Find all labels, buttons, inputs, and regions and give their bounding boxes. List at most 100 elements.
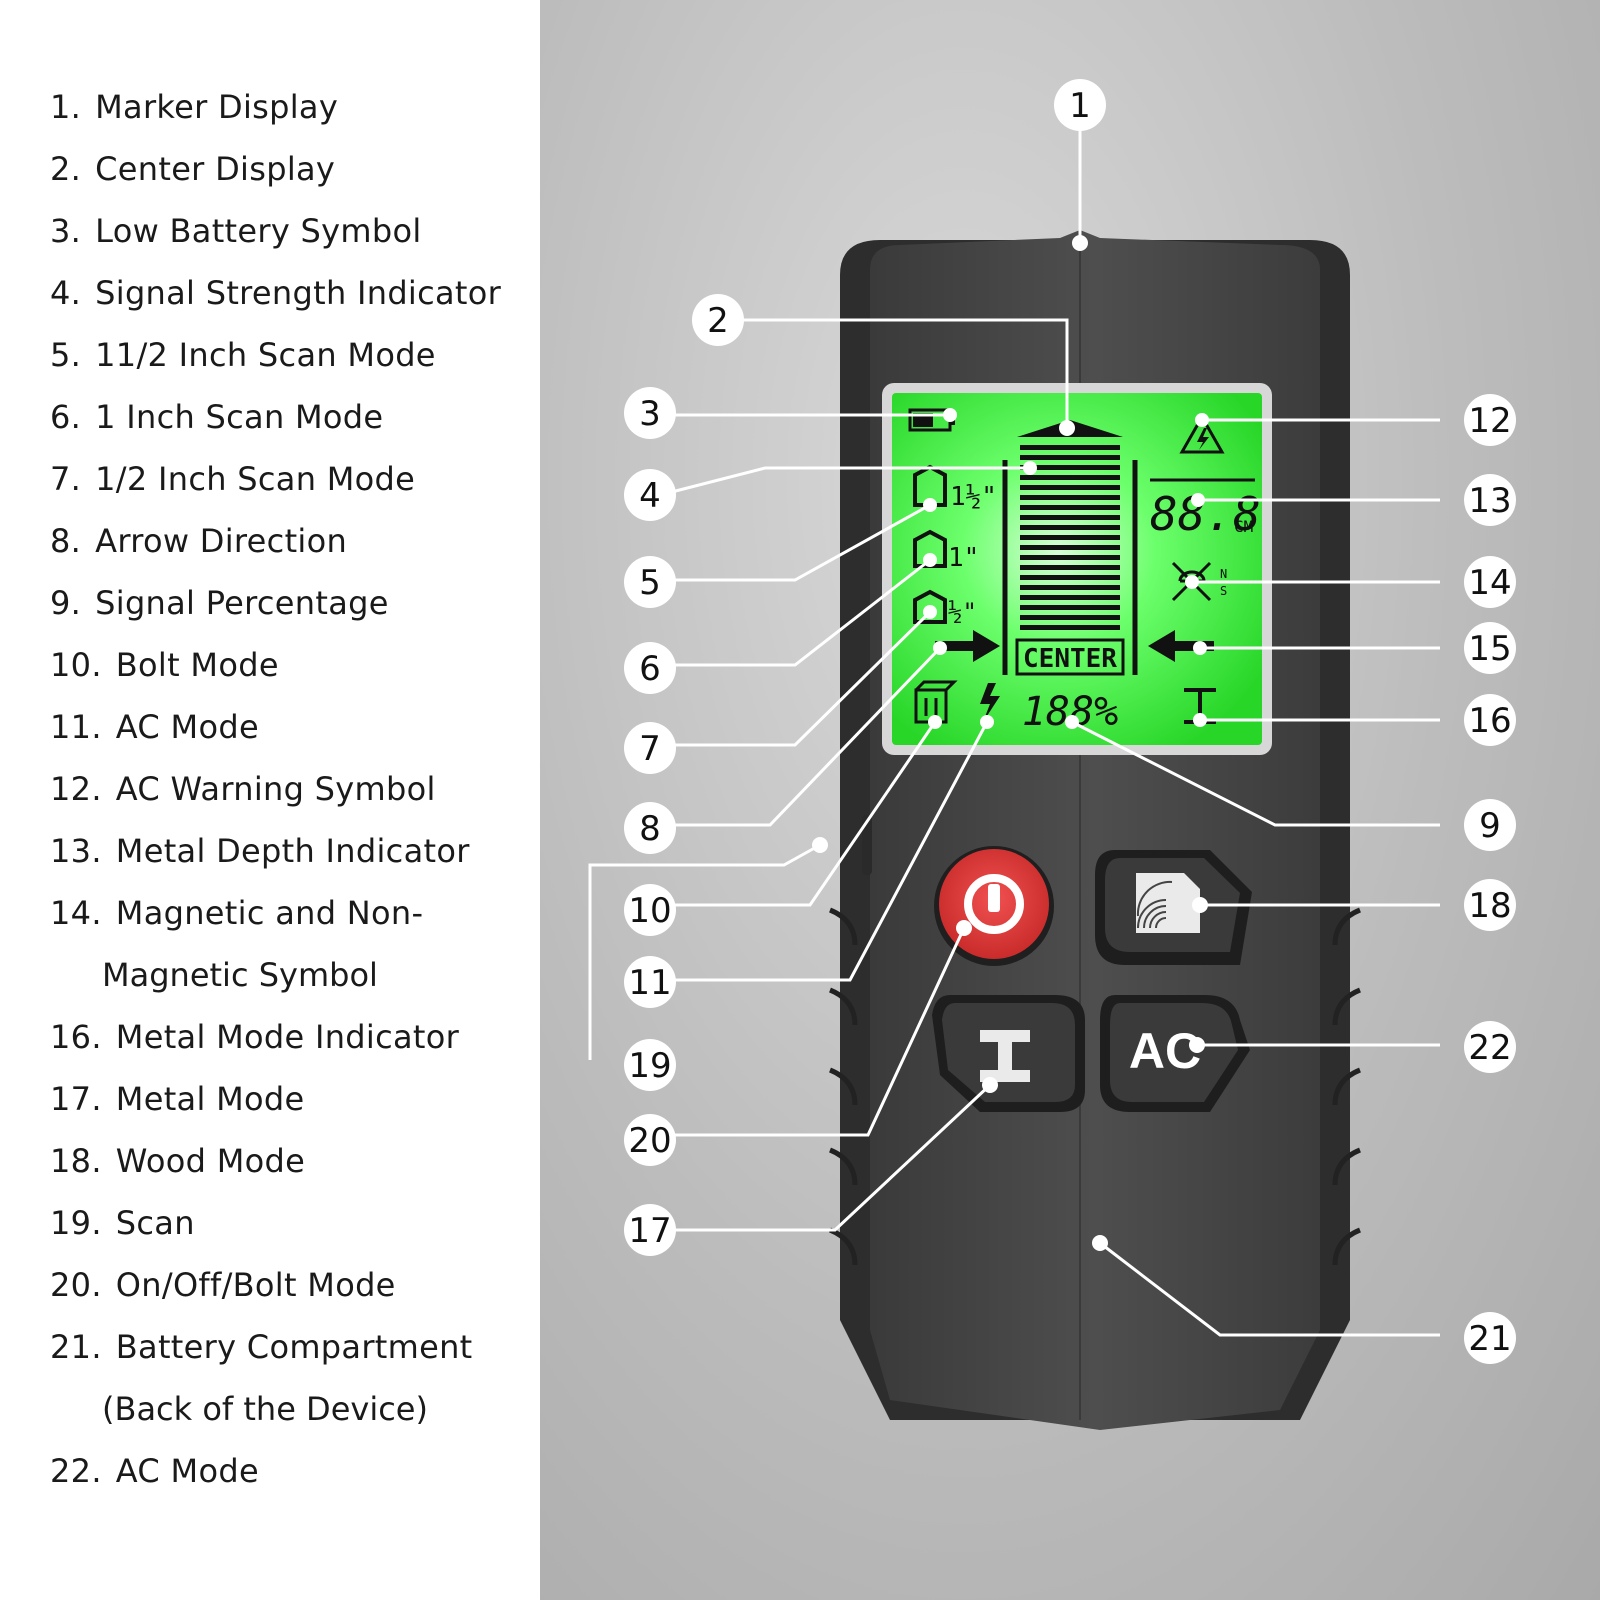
callout-22: 22: [1464, 1021, 1516, 1073]
left-grip-ridges: [828, 907, 858, 1266]
legend-item-text: Metal Mode: [115, 1080, 305, 1118]
callout-19: 19: [624, 1039, 676, 1091]
legend-item: 14.Magnetic and Non-: [50, 894, 423, 932]
callout-number: 20: [628, 1121, 671, 1161]
callout-21: 21: [1464, 1312, 1516, 1364]
legend-item-text: 1 Inch Scan Mode: [95, 398, 384, 436]
legend-item-number: 10.: [50, 646, 102, 684]
signal-strength-bars: [1020, 445, 1120, 630]
legend-item-number: 1.: [50, 88, 82, 126]
callout-number: 3: [639, 394, 661, 434]
callout-20: 20: [624, 1114, 676, 1166]
legend-item: 4.Signal Strength Indicator: [50, 274, 501, 312]
signal-bar: [1020, 595, 1120, 600]
metal-mode-button[interactable]: [932, 995, 1085, 1112]
callout-number: 19: [628, 1046, 671, 1086]
signal-bar: [1020, 515, 1120, 520]
callout-12: 12: [1464, 394, 1516, 446]
legend-item-number: 19.: [50, 1204, 102, 1242]
legend-item: 21.Battery Compartment: [50, 1328, 473, 1366]
legend-item: 7.1/2 Inch Scan Mode: [50, 460, 415, 498]
callout-7: 7: [624, 722, 676, 774]
callout-14: 14: [1464, 556, 1516, 608]
depth-unit: CM: [1234, 517, 1253, 536]
ac-mode-lightning-icon: [980, 683, 1000, 722]
legend-item-text: Center Display: [95, 150, 336, 188]
signal-bar: [1020, 505, 1120, 510]
signal-bar: [1020, 615, 1120, 620]
ac-button-label: AC: [1129, 1023, 1201, 1079]
magnet-s-label: S: [1220, 584, 1227, 598]
legend-item: 8.Arrow Direction: [50, 522, 347, 560]
legend-item: 11.AC Mode: [50, 708, 259, 746]
callout-1: 1: [1054, 79, 1106, 131]
signal-bar: [1020, 535, 1120, 540]
legend-item-number: 2.: [50, 150, 82, 188]
legend-item-text: Metal Depth Indicator: [115, 832, 470, 870]
legend-item-text: Signal Strength Indicator: [95, 274, 502, 312]
power-icon: [964, 874, 1024, 934]
callout-number: 6: [639, 649, 661, 689]
callout-11: 11: [624, 956, 676, 1008]
legend-item-text: Arrow Direction: [95, 522, 348, 560]
callout-number: 7: [639, 729, 661, 769]
ac-warning-icon: [1179, 413, 1225, 454]
leader-lines: [588, 105, 1440, 1337]
legend-item-number: 16.: [50, 1018, 102, 1056]
legend-item-text: Low Battery Symbol: [95, 212, 422, 250]
legend-item-continuation: Magnetic Symbol: [102, 956, 378, 994]
signal-bar: [1020, 625, 1120, 630]
signal-bar: [1020, 485, 1120, 490]
device-diagram: CENTER 1½" 1" ½" 188% 88.8 CM: [588, 79, 1516, 1430]
scan-mode-half-label: ½": [948, 598, 977, 626]
legend-item-number: 13.: [50, 832, 102, 870]
ac-mode-button[interactable]: AC: [1100, 995, 1250, 1112]
legend-item-number: 22.: [50, 1452, 102, 1490]
legend-item-number: 18.: [50, 1142, 102, 1180]
legend-item-number: 12.: [50, 770, 102, 808]
callout-number: 2: [707, 301, 729, 341]
legend-item-number: 20.: [50, 1266, 102, 1304]
callout-number: 8: [639, 809, 661, 849]
legend-item-text: AC Mode: [115, 708, 259, 746]
center-label: CENTER: [1023, 644, 1117, 674]
callout-number: 21: [1468, 1319, 1511, 1359]
legend-item-text: Signal Percentage: [95, 584, 389, 622]
callout-number: 22: [1468, 1028, 1511, 1068]
legend-item: 1.Marker Display: [50, 88, 338, 126]
signal-bar: [1020, 585, 1120, 590]
legend-item-number: 21.: [50, 1328, 102, 1366]
legend-item-text: Scan: [115, 1204, 195, 1242]
signal-bar: [1020, 465, 1120, 470]
callout-6: 6: [624, 642, 676, 694]
callout-number: 17: [628, 1211, 671, 1251]
callout-number: 13: [1468, 481, 1511, 521]
signal-bar: [1020, 525, 1120, 530]
signal-bar: [1020, 575, 1120, 580]
legend-item-text: AC Mode: [115, 1452, 259, 1490]
power-button[interactable]: [934, 846, 1054, 966]
legend-item: 18.Wood Mode: [50, 1142, 305, 1180]
legend-item-number: 9.: [50, 584, 82, 622]
callout-15: 15: [1464, 622, 1516, 674]
legend-item: 16.Metal Mode Indicator: [50, 1018, 459, 1056]
legend-item-number: 6.: [50, 398, 82, 436]
scan-mode-1-5-icon: 1½": [913, 464, 997, 512]
callout-18: 18: [1464, 879, 1516, 931]
legend-item: 2. Center Display: [50, 150, 335, 188]
legend-item: 5.11/2 Inch Scan Mode: [50, 336, 436, 374]
wood-mode-button[interactable]: [1095, 850, 1252, 965]
callout-13: 13: [1464, 474, 1516, 526]
scan-mode-1-icon: 1": [913, 529, 979, 573]
depth-value: 88.8: [1150, 487, 1261, 541]
arrow-right-icon: [935, 630, 1000, 662]
signal-bar: [1020, 475, 1120, 480]
magnet-n-label: N: [1220, 567, 1227, 581]
callout-number: 15: [1468, 629, 1511, 669]
scan-side-button[interactable]: [862, 815, 872, 875]
callout-number: 9: [1479, 806, 1501, 846]
leader-dots: [812, 235, 1209, 1251]
callout-17: 17: [624, 1204, 676, 1256]
